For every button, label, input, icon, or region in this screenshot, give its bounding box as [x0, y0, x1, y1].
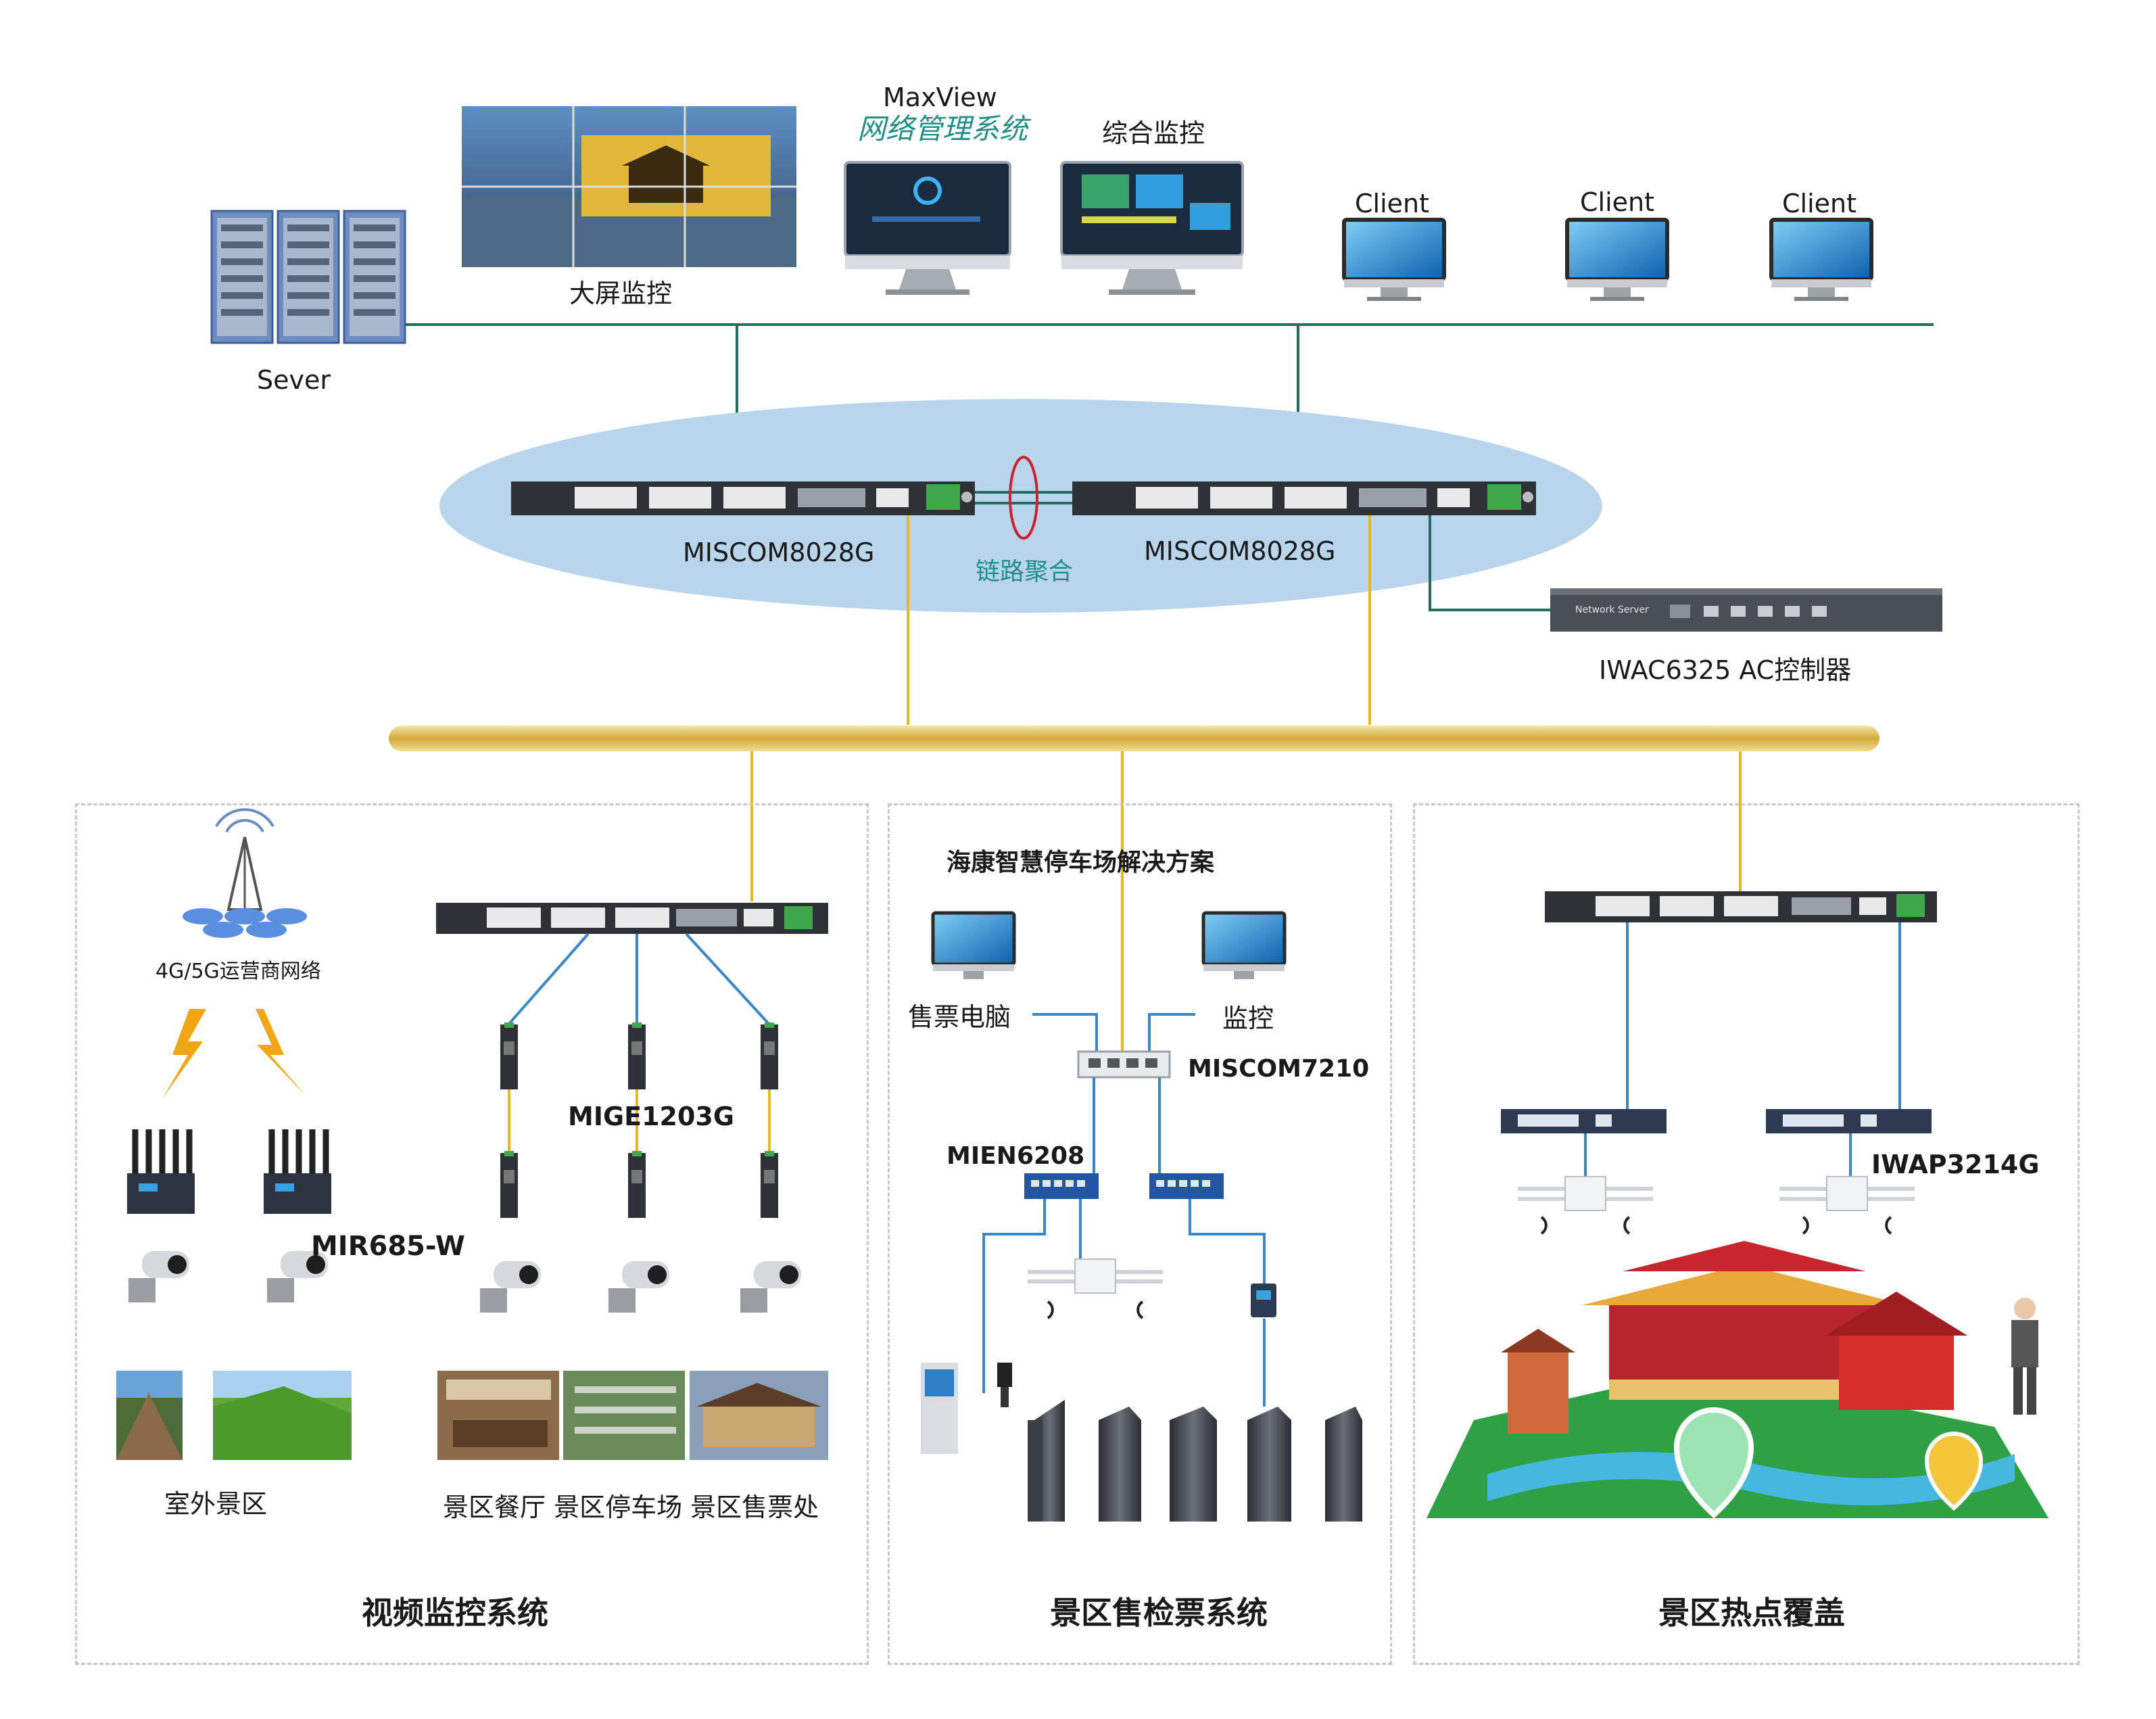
ac-screen-text: Network Server — [1575, 605, 1649, 615]
outdoor-scenic-label: 室外景区 — [164, 1489, 268, 1519]
person-icon — [2011, 1298, 2038, 1415]
video-wall-icon — [462, 106, 796, 267]
integrated-monitor-label: 综合监控 — [1102, 118, 1205, 148]
aggregation-ring-icon — [1009, 456, 1038, 540]
wireless-ap-icon — [1518, 1176, 1653, 1235]
server-label: Sever — [257, 365, 331, 395]
hotspot-title: 景区热点覆盖 — [1658, 1595, 1845, 1631]
core-switch-1-icon — [511, 481, 975, 515]
outdoor-scenic-photo — [213, 1371, 352, 1460]
ethernet-link — [685, 933, 771, 1026]
security-camera-icon — [267, 1251, 328, 1302]
parking-lot-photo — [563, 1371, 685, 1460]
hotspot-switch-icon — [1545, 891, 1937, 922]
wireless-ap-icon — [1028, 1258, 1163, 1319]
maxview-title: MaxView — [883, 83, 997, 112]
turnstile-gate-icon — [1247, 1407, 1291, 1522]
security-camera-icon — [740, 1261, 801, 1313]
poe-switch-icon — [1501, 1109, 1667, 1133]
maxview-subtitle: 网络管理系统 — [857, 112, 1028, 145]
media-converter-icon — [761, 1022, 778, 1089]
server-rack-icon — [210, 210, 406, 344]
carrier-network-label: 4G/5G运营商网络 — [155, 960, 321, 983]
barcode-scanner-icon — [997, 1363, 1012, 1407]
cellular-router-label: MIR685-W — [311, 1231, 465, 1262]
ticket-pc-label: 售票电脑 — [908, 1002, 1011, 1032]
ac-controller-label: IWAC6325 AC控制器 — [1599, 655, 1852, 685]
mien6208-switch-icon — [1024, 1173, 1099, 1199]
client-monitor-icon — [1342, 218, 1446, 301]
client-monitor-icon — [1769, 218, 1873, 301]
video-system-panel — [75, 803, 869, 1665]
backbone-bar — [389, 726, 1879, 751]
client-label-1: Client — [1355, 189, 1430, 218]
ticket-office-photo — [690, 1371, 828, 1460]
restaurant-photo — [437, 1371, 559, 1460]
media-converter-label: MIGE1203G — [568, 1102, 735, 1131]
ethernet-link — [507, 933, 590, 1026]
integrated-monitor-icon — [1060, 161, 1244, 295]
media-converter-icon — [761, 1151, 778, 1218]
ethernet-link — [1148, 1013, 1195, 1052]
client-label-2: Client — [1580, 187, 1655, 217]
monitoring-pc-label: 监控 — [1222, 1004, 1274, 1033]
media-converter-icon — [628, 1022, 646, 1089]
poe-switch-icon — [1766, 1109, 1932, 1133]
ticket-pc-icon — [931, 911, 1016, 979]
security-camera-icon — [480, 1261, 541, 1313]
media-converter-icon — [628, 1151, 646, 1218]
core-switch-2-label: MISCOM8028G — [1144, 536, 1336, 566]
wireless-signal-icon — [162, 1009, 206, 1099]
mien6208-switch-icon — [1149, 1173, 1224, 1199]
turnstile-gate-icon — [1028, 1400, 1065, 1522]
ac-controller-icon — [1550, 588, 1942, 632]
scenic-attractions-illustration — [1427, 1241, 2049, 1519]
turnstile-gate-icon — [1099, 1407, 1141, 1522]
turnstile-gate-icon — [1170, 1407, 1217, 1522]
hotspot-panel — [1413, 803, 2080, 1665]
parking-solution-label: 海康智慧停车场解决方案 — [947, 849, 1215, 876]
core-switch-1-label: MISCOM8028G — [683, 538, 875, 567]
outdoor-scenic-photo — [116, 1371, 183, 1460]
monitoring-pc-icon — [1201, 911, 1287, 979]
ticket-kiosk-icon — [921, 1363, 958, 1454]
ethernet-link — [1189, 1199, 1266, 1285]
turnstile-gate-icon — [1325, 1407, 1362, 1522]
miscom7210-switch-icon — [1077, 1050, 1171, 1079]
security-camera-icon — [608, 1261, 669, 1313]
maxview-monitor-icon — [844, 161, 1011, 295]
ac-link — [1429, 515, 1550, 611]
media-converter-icon — [500, 1151, 518, 1218]
cell-tower-icon — [183, 808, 307, 938]
security-camera-icon — [128, 1251, 189, 1302]
ap-label: IWAP3214G — [1871, 1150, 2040, 1179]
media-converter-icon — [500, 1022, 518, 1089]
ethernet-link — [982, 1199, 1046, 1393]
facility-labels: 景区餐厅 景区停车场 景区售票处 — [443, 1492, 819, 1522]
video-switch-icon — [436, 903, 828, 934]
aggregation-label: 链路聚合 — [976, 558, 1074, 586]
card-reader-icon — [1251, 1284, 1276, 1317]
client-label-3: Client — [1782, 189, 1857, 218]
core-ellipse — [439, 399, 1602, 613]
wireless-signal-icon — [256, 1009, 306, 1096]
wireless-ap-icon — [1779, 1176, 1915, 1235]
client-monitor-icon — [1565, 218, 1669, 301]
mien6208-label: MIEN6208 — [947, 1142, 1085, 1170]
cellular-router-icon — [127, 1129, 195, 1214]
core-switch-2-icon — [1072, 481, 1536, 515]
ticket-system-panel — [888, 803, 1392, 1665]
videowall-label: 大屏监控 — [569, 279, 673, 308]
ticket-system-title: 景区售检票系统 — [1050, 1595, 1268, 1631]
video-system-title: 视频监控系统 — [362, 1595, 548, 1631]
miscom7210-label: MISCOM7210 — [1188, 1055, 1370, 1083]
ethernet-link — [1032, 1013, 1098, 1052]
cellular-router-icon — [264, 1129, 331, 1214]
